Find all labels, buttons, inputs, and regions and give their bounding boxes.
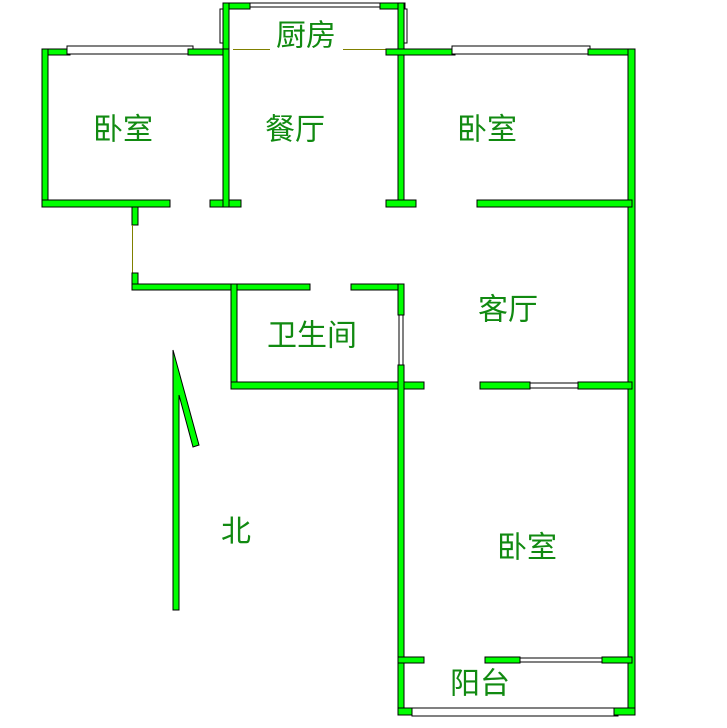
room-label-balcony: 阳台 xyxy=(450,667,510,702)
room-label-kitchen: 厨房 xyxy=(276,19,336,54)
room-label-dining: 餐厅 xyxy=(265,113,325,148)
room-label-bedroom-se: 卧室 xyxy=(497,531,557,566)
room-label-bedroom-ne: 卧室 xyxy=(457,113,517,148)
north-arrow-icon xyxy=(172,349,200,611)
room-label-bathroom: 卫生间 xyxy=(267,319,357,354)
room-label-bedroom-nw: 卧室 xyxy=(93,113,153,148)
compass-label-north: 北 xyxy=(221,515,251,550)
walls xyxy=(41,2,636,717)
room-label-living: 客厅 xyxy=(478,293,538,328)
